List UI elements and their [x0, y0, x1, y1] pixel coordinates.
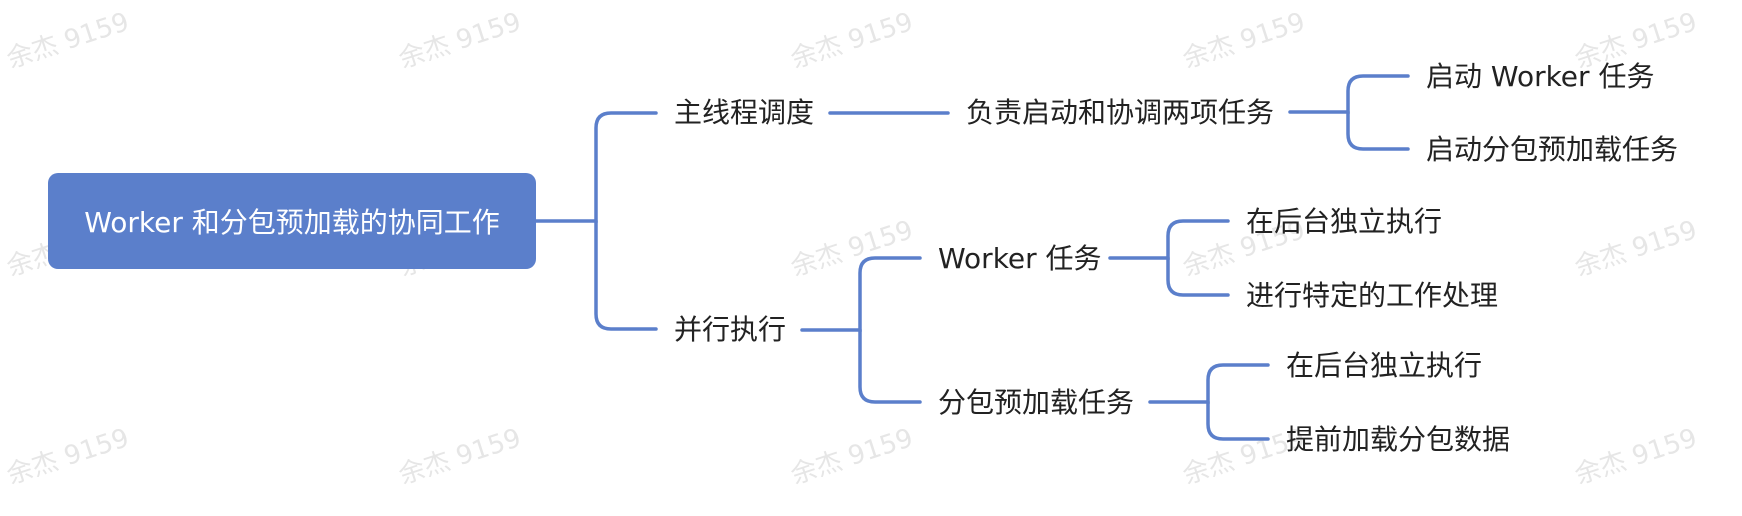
node-thread-scheduling: 主线程调度 — [674, 96, 815, 129]
connector-preload-task-to-independent — [1148, 363, 1270, 404]
node-worker-task: Worker 任务 — [938, 242, 1102, 275]
node-preload-load-data: 提前加载分包数据 — [1286, 423, 1511, 456]
node-worker-independent: 在后台独立执行 — [1246, 205, 1443, 238]
connector-root-to-parallel-execution — [594, 219, 658, 331]
root-node: Worker 和分包预加载的协同工作 — [48, 173, 536, 269]
connector-coordinate-to-start-worker — [1288, 74, 1410, 114]
node-preload-task: 分包预加载任务 — [938, 386, 1135, 419]
connector-worker-task-to-processing — [1166, 256, 1230, 297]
connector-root-to-thread-scheduling — [534, 111, 658, 223]
node-coordinate-tasks: 负责启动和协调两项任务 — [966, 96, 1275, 129]
node-start-worker: 启动 Worker 任务 — [1426, 60, 1655, 93]
root-label: Worker 和分包预加载的协同工作 — [84, 206, 500, 239]
node-start-preload: 启动分包预加载任务 — [1426, 133, 1679, 166]
node-worker-processing: 进行特定的工作处理 — [1246, 279, 1499, 312]
node-preload-independent: 在后台独立执行 — [1286, 349, 1483, 382]
connector-parallel-to-worker-task — [800, 256, 922, 332]
connector-coordinate-to-start-preload — [1346, 110, 1410, 151]
node-parallel-execution: 并行执行 — [674, 313, 787, 346]
connector-parallel-to-preload-task — [858, 328, 922, 404]
connector-worker-task-to-independent — [1108, 219, 1230, 260]
connector-preload-task-to-load-data — [1206, 400, 1270, 441]
